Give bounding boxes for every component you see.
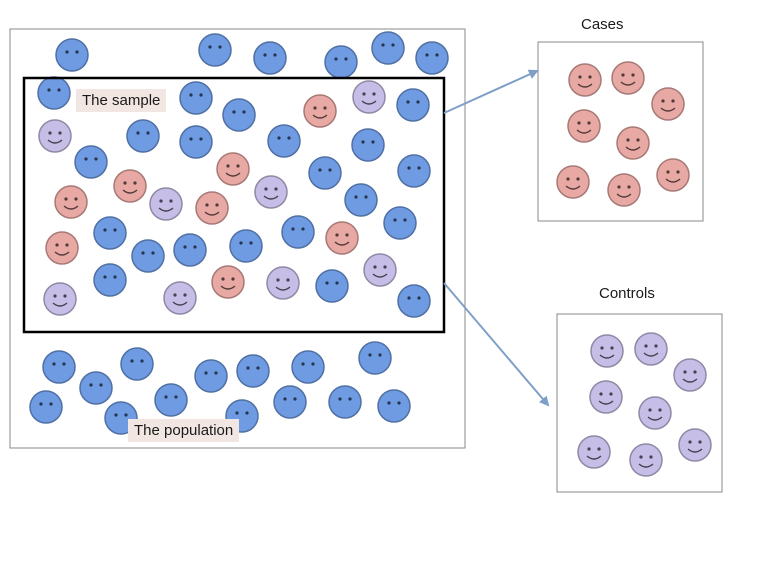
smiley-face-icon xyxy=(590,334,624,368)
smiley-face-icon xyxy=(325,221,359,255)
smiley-face-icon xyxy=(154,383,188,417)
smiley-face-icon xyxy=(377,389,411,423)
smiley-face-icon xyxy=(303,94,337,128)
smiley-face-icon xyxy=(37,76,71,110)
smiley-face-icon xyxy=(222,98,256,132)
smiley-face-icon xyxy=(29,390,63,424)
sample-box xyxy=(22,76,446,334)
smiley-face-icon xyxy=(568,63,602,97)
smiley-face-icon xyxy=(55,38,89,72)
smiley-face-icon xyxy=(634,332,668,366)
smiley-face-icon xyxy=(344,183,378,217)
smiley-face-icon xyxy=(308,156,342,190)
smiley-face-icon xyxy=(291,350,325,384)
smiley-face-icon xyxy=(351,128,385,162)
smiley-face-icon xyxy=(567,109,601,143)
smiley-face-icon xyxy=(120,347,154,381)
smiley-face-icon xyxy=(629,443,663,477)
smiley-face-icon xyxy=(236,354,270,388)
smiley-face-icon xyxy=(43,282,77,316)
smiley-face-icon xyxy=(267,124,301,158)
faces-layer xyxy=(29,31,712,477)
smiley-face-icon xyxy=(229,229,263,263)
smiley-face-icon xyxy=(45,231,79,265)
smiley-face-icon xyxy=(266,266,300,300)
smiley-face-icon xyxy=(656,158,690,192)
smiley-face-icon xyxy=(607,173,641,207)
smiley-face-icon xyxy=(54,185,88,219)
smiley-face-icon xyxy=(179,81,213,115)
population-label: The population xyxy=(128,419,240,442)
smiley-face-icon xyxy=(678,428,712,462)
smiley-face-icon xyxy=(211,265,245,299)
controls-title: Controls xyxy=(599,285,655,302)
smiley-face-icon xyxy=(651,87,685,121)
smiley-face-icon xyxy=(616,126,650,160)
smiley-face-icon xyxy=(149,187,183,221)
smiley-face-icon xyxy=(363,253,397,287)
smiley-face-icon xyxy=(397,284,431,318)
arrow-to-controls xyxy=(443,282,550,407)
smiley-face-icon xyxy=(577,435,611,469)
smiley-face-icon xyxy=(383,206,417,240)
smiley-face-icon xyxy=(556,165,590,199)
smiley-face-icon xyxy=(126,119,160,153)
smiley-face-icon xyxy=(352,80,386,114)
smiley-face-icon xyxy=(589,380,623,414)
smiley-face-icon xyxy=(195,191,229,225)
smiley-face-icon xyxy=(324,45,358,79)
smiley-face-icon xyxy=(397,154,431,188)
smiley-face-icon xyxy=(281,215,315,249)
smiley-face-icon xyxy=(328,385,362,419)
smiley-face-icon xyxy=(273,385,307,419)
smiley-face-icon xyxy=(194,359,228,393)
smiley-face-icon xyxy=(163,281,197,315)
smiley-face-icon xyxy=(93,263,127,297)
smiley-face-icon xyxy=(93,216,127,250)
smiley-face-icon xyxy=(38,119,72,153)
arrow-to-cases xyxy=(443,69,539,114)
smiley-face-icon xyxy=(638,396,672,430)
smiley-face-icon xyxy=(173,233,207,267)
smiley-face-icon xyxy=(74,145,108,179)
smiley-face-icon xyxy=(415,41,449,75)
smiley-face-icon xyxy=(79,371,113,405)
smiley-face-icon xyxy=(198,33,232,67)
smiley-face-icon xyxy=(253,41,287,75)
smiley-face-icon xyxy=(254,175,288,209)
smiley-face-icon xyxy=(611,61,645,95)
smiley-face-icon xyxy=(396,88,430,122)
smiley-face-icon xyxy=(131,239,165,273)
smiley-face-icon xyxy=(216,152,250,186)
sample-label: The sample xyxy=(76,89,167,112)
cases-title: Cases xyxy=(581,16,624,33)
smiley-face-icon xyxy=(179,125,213,159)
smiley-face-icon xyxy=(358,341,392,375)
smiley-face-icon xyxy=(371,31,405,65)
smiley-face-icon xyxy=(113,169,147,203)
smiley-face-icon xyxy=(673,358,707,392)
smiley-face-icon xyxy=(42,350,76,384)
smiley-face-icon xyxy=(315,269,349,303)
